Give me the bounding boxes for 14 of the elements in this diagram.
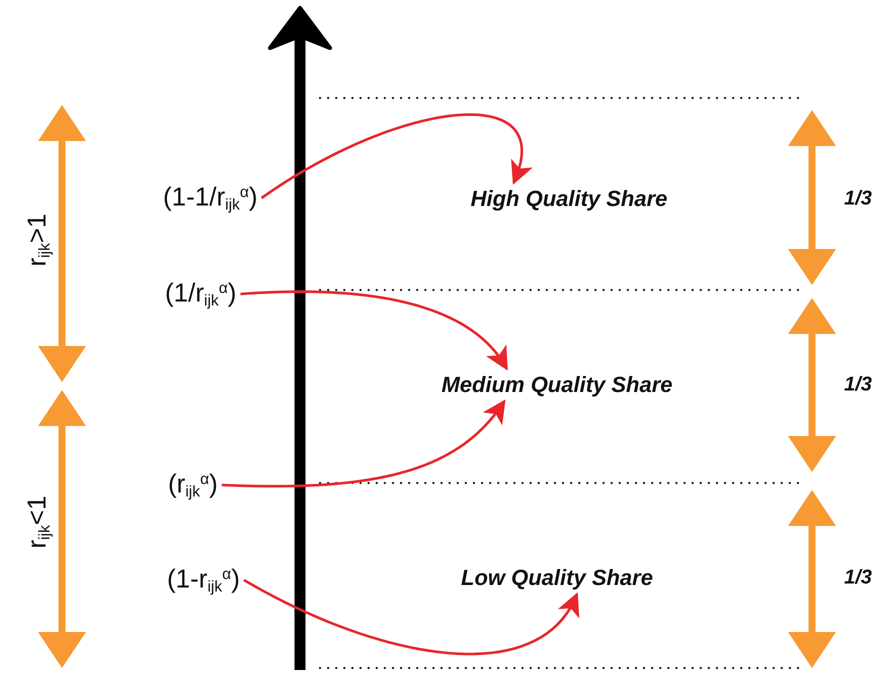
formula-label: (r$_{ijk}$$^{α}$): [164, 465, 222, 505]
share-label: Medium Quality Share: [437, 368, 677, 402]
fraction-label: 1/3: [844, 188, 872, 210]
curved-arrow: [243, 578, 580, 656]
formula-label: (1-1/r$_{ijk}$$^{α}$): [159, 178, 262, 218]
curved-arrow: [240, 290, 508, 371]
fraction-label: 1/3: [844, 566, 872, 590]
share-label: High Quality Share: [466, 182, 672, 216]
formula-label: (1-r$_{ijk}$$^{α}$): [163, 560, 244, 600]
curved-arrow: [260, 113, 533, 200]
share-label: Low Quality Share: [457, 562, 657, 594]
fraction-label: 1/3: [844, 374, 872, 396]
formula-label: (1/r$_{ijk}$$^{α}$): [161, 274, 240, 314]
curved-arrow: [222, 399, 506, 488]
